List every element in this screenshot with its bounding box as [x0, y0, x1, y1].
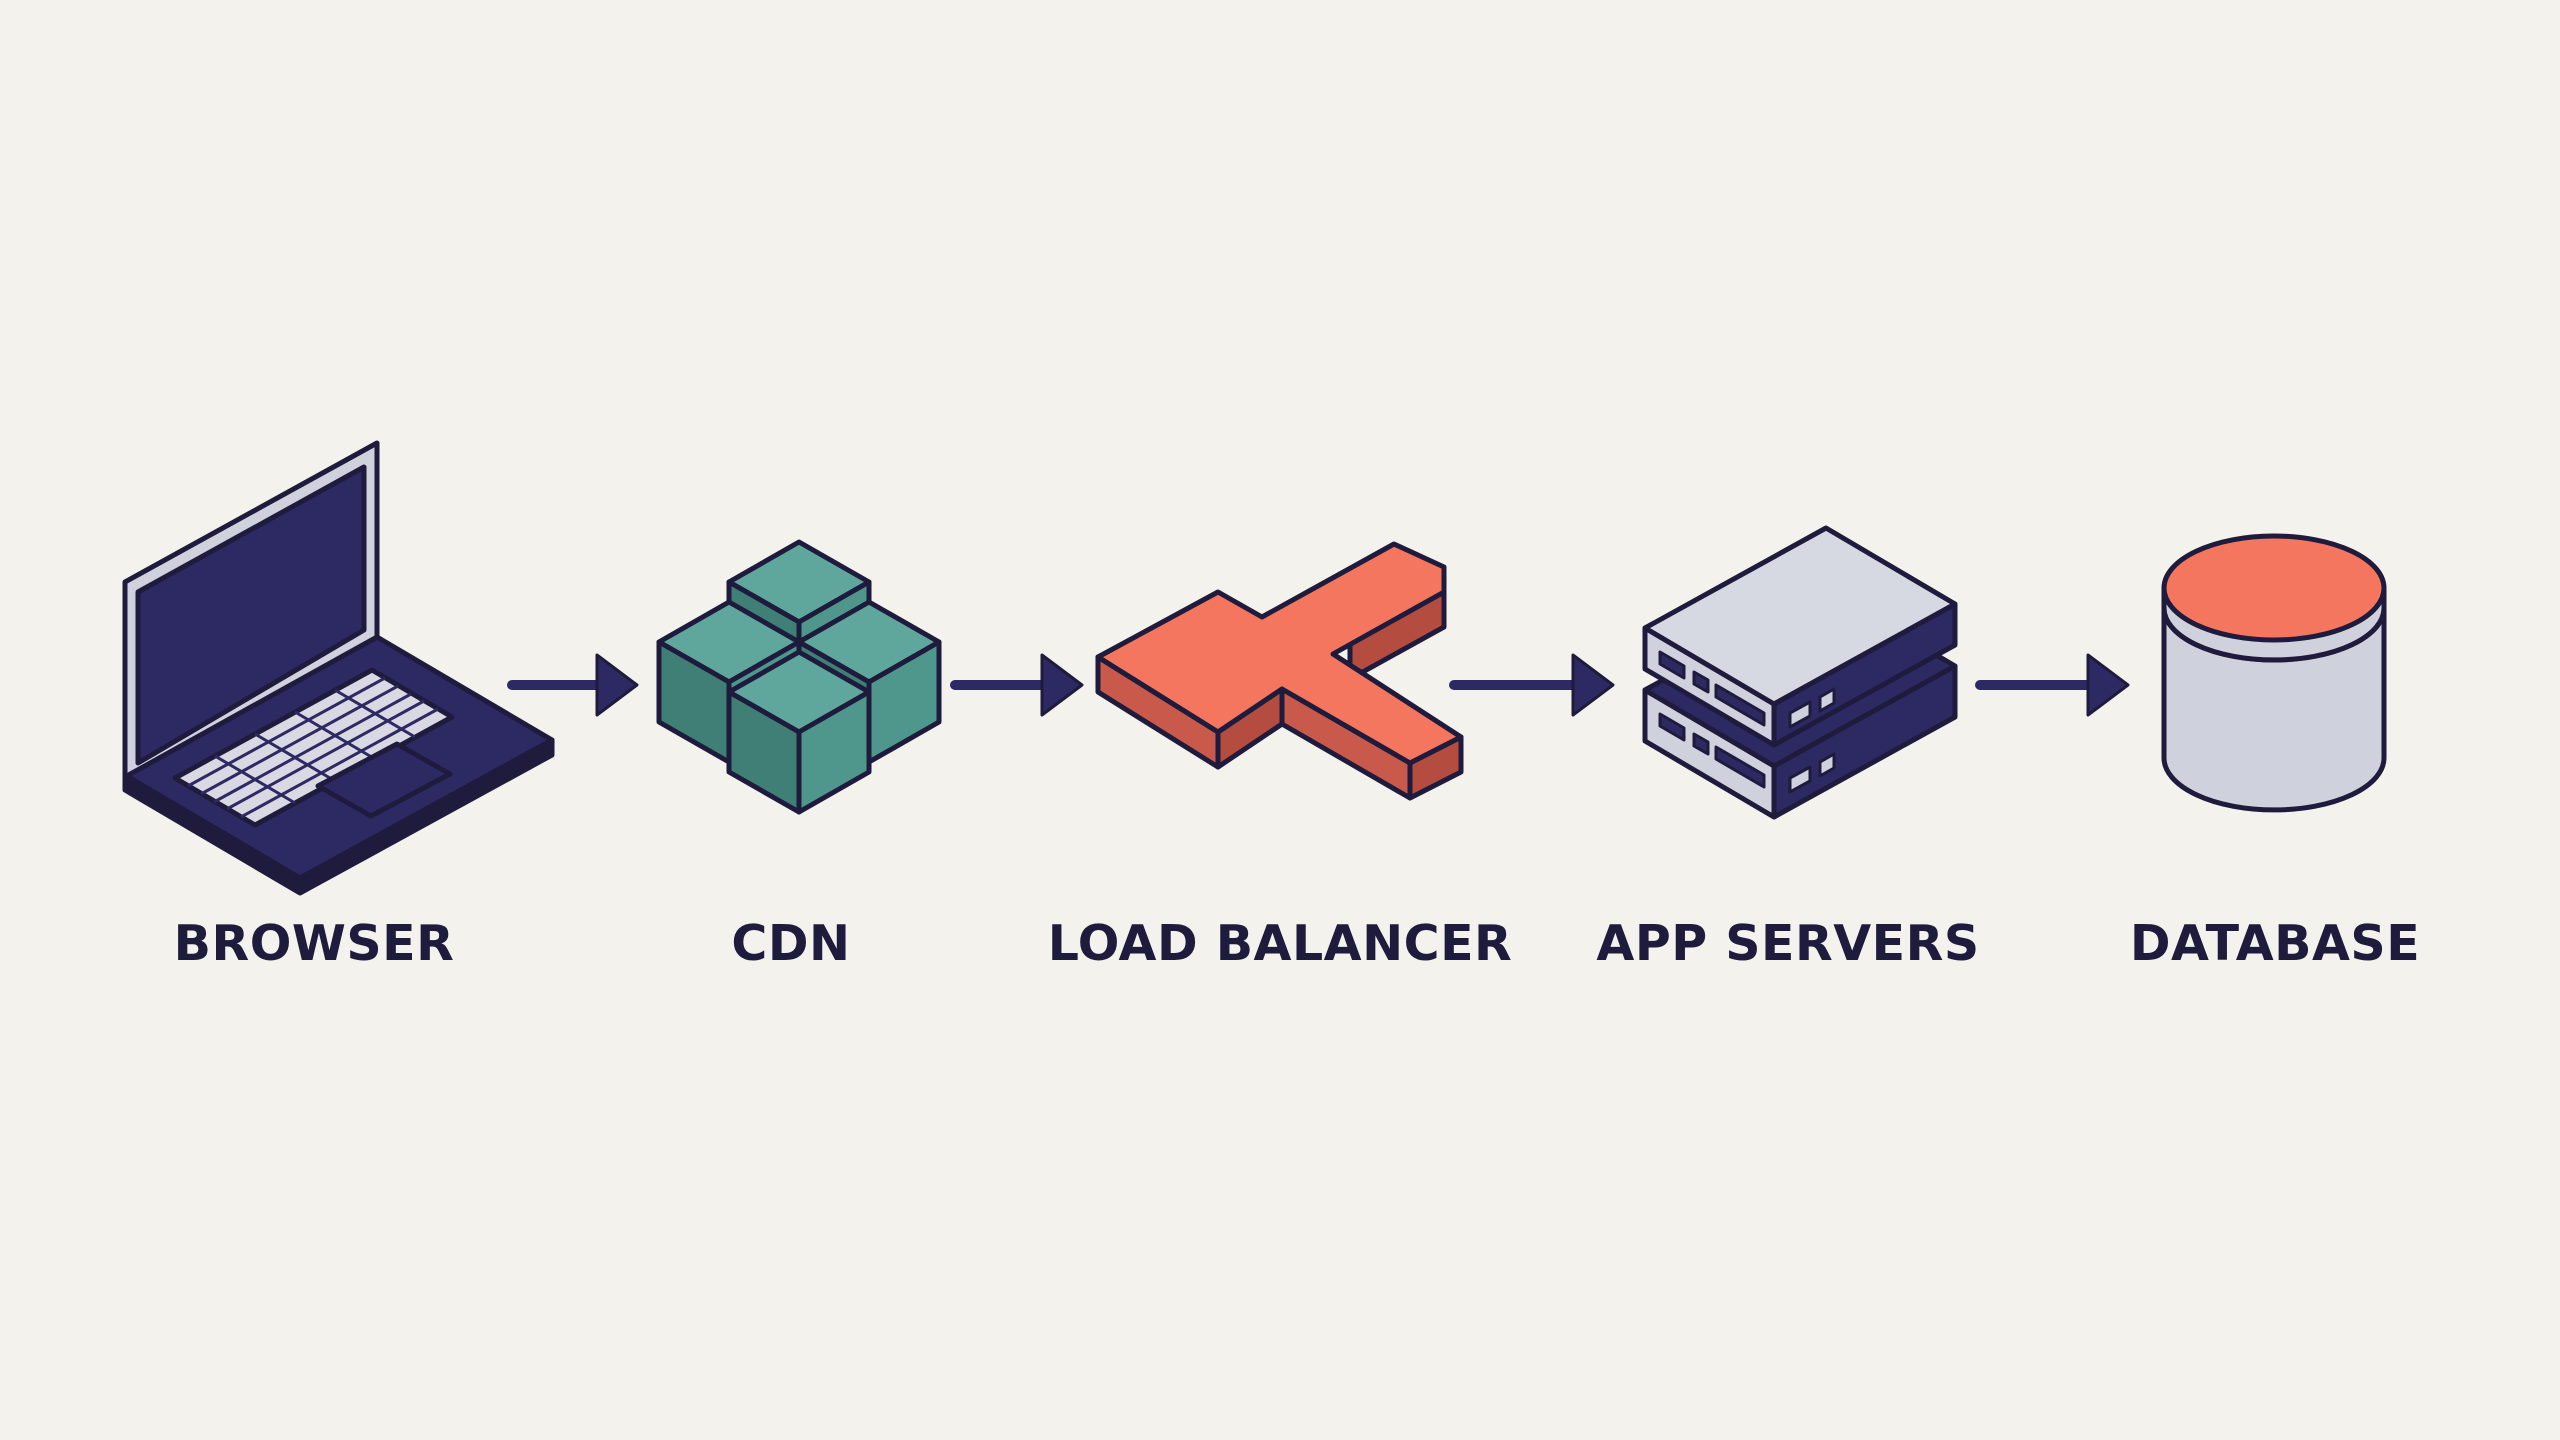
arrowhead [1040, 653, 1084, 717]
arrowhead [1571, 653, 1615, 717]
laptop-icon [122, 440, 555, 896]
arrow-cdn-to-load-balancer [950, 653, 1084, 717]
label-app-servers: APP SERVERS [1596, 915, 1980, 972]
database-icon [2161, 533, 2387, 813]
arrow-load-balancer-to-app-servers [1449, 653, 1615, 717]
label-cdn: CDN [731, 915, 851, 972]
cubes-icon [656, 539, 942, 815]
label-browser: BROWSER [173, 915, 455, 972]
server-rack-icon [1642, 525, 1958, 820]
label-load-balancer: LOAD BALANCER [1047, 915, 1513, 972]
arrow-app-servers-to-database [1975, 653, 2130, 717]
edges-layer [507, 653, 2130, 717]
arrowhead [2086, 653, 2130, 717]
arrow-browser-to-cdn [507, 653, 639, 717]
label-database: DATABASE [2129, 915, 2421, 972]
splitter-icon [1095, 541, 1464, 801]
arrowhead [595, 653, 639, 717]
